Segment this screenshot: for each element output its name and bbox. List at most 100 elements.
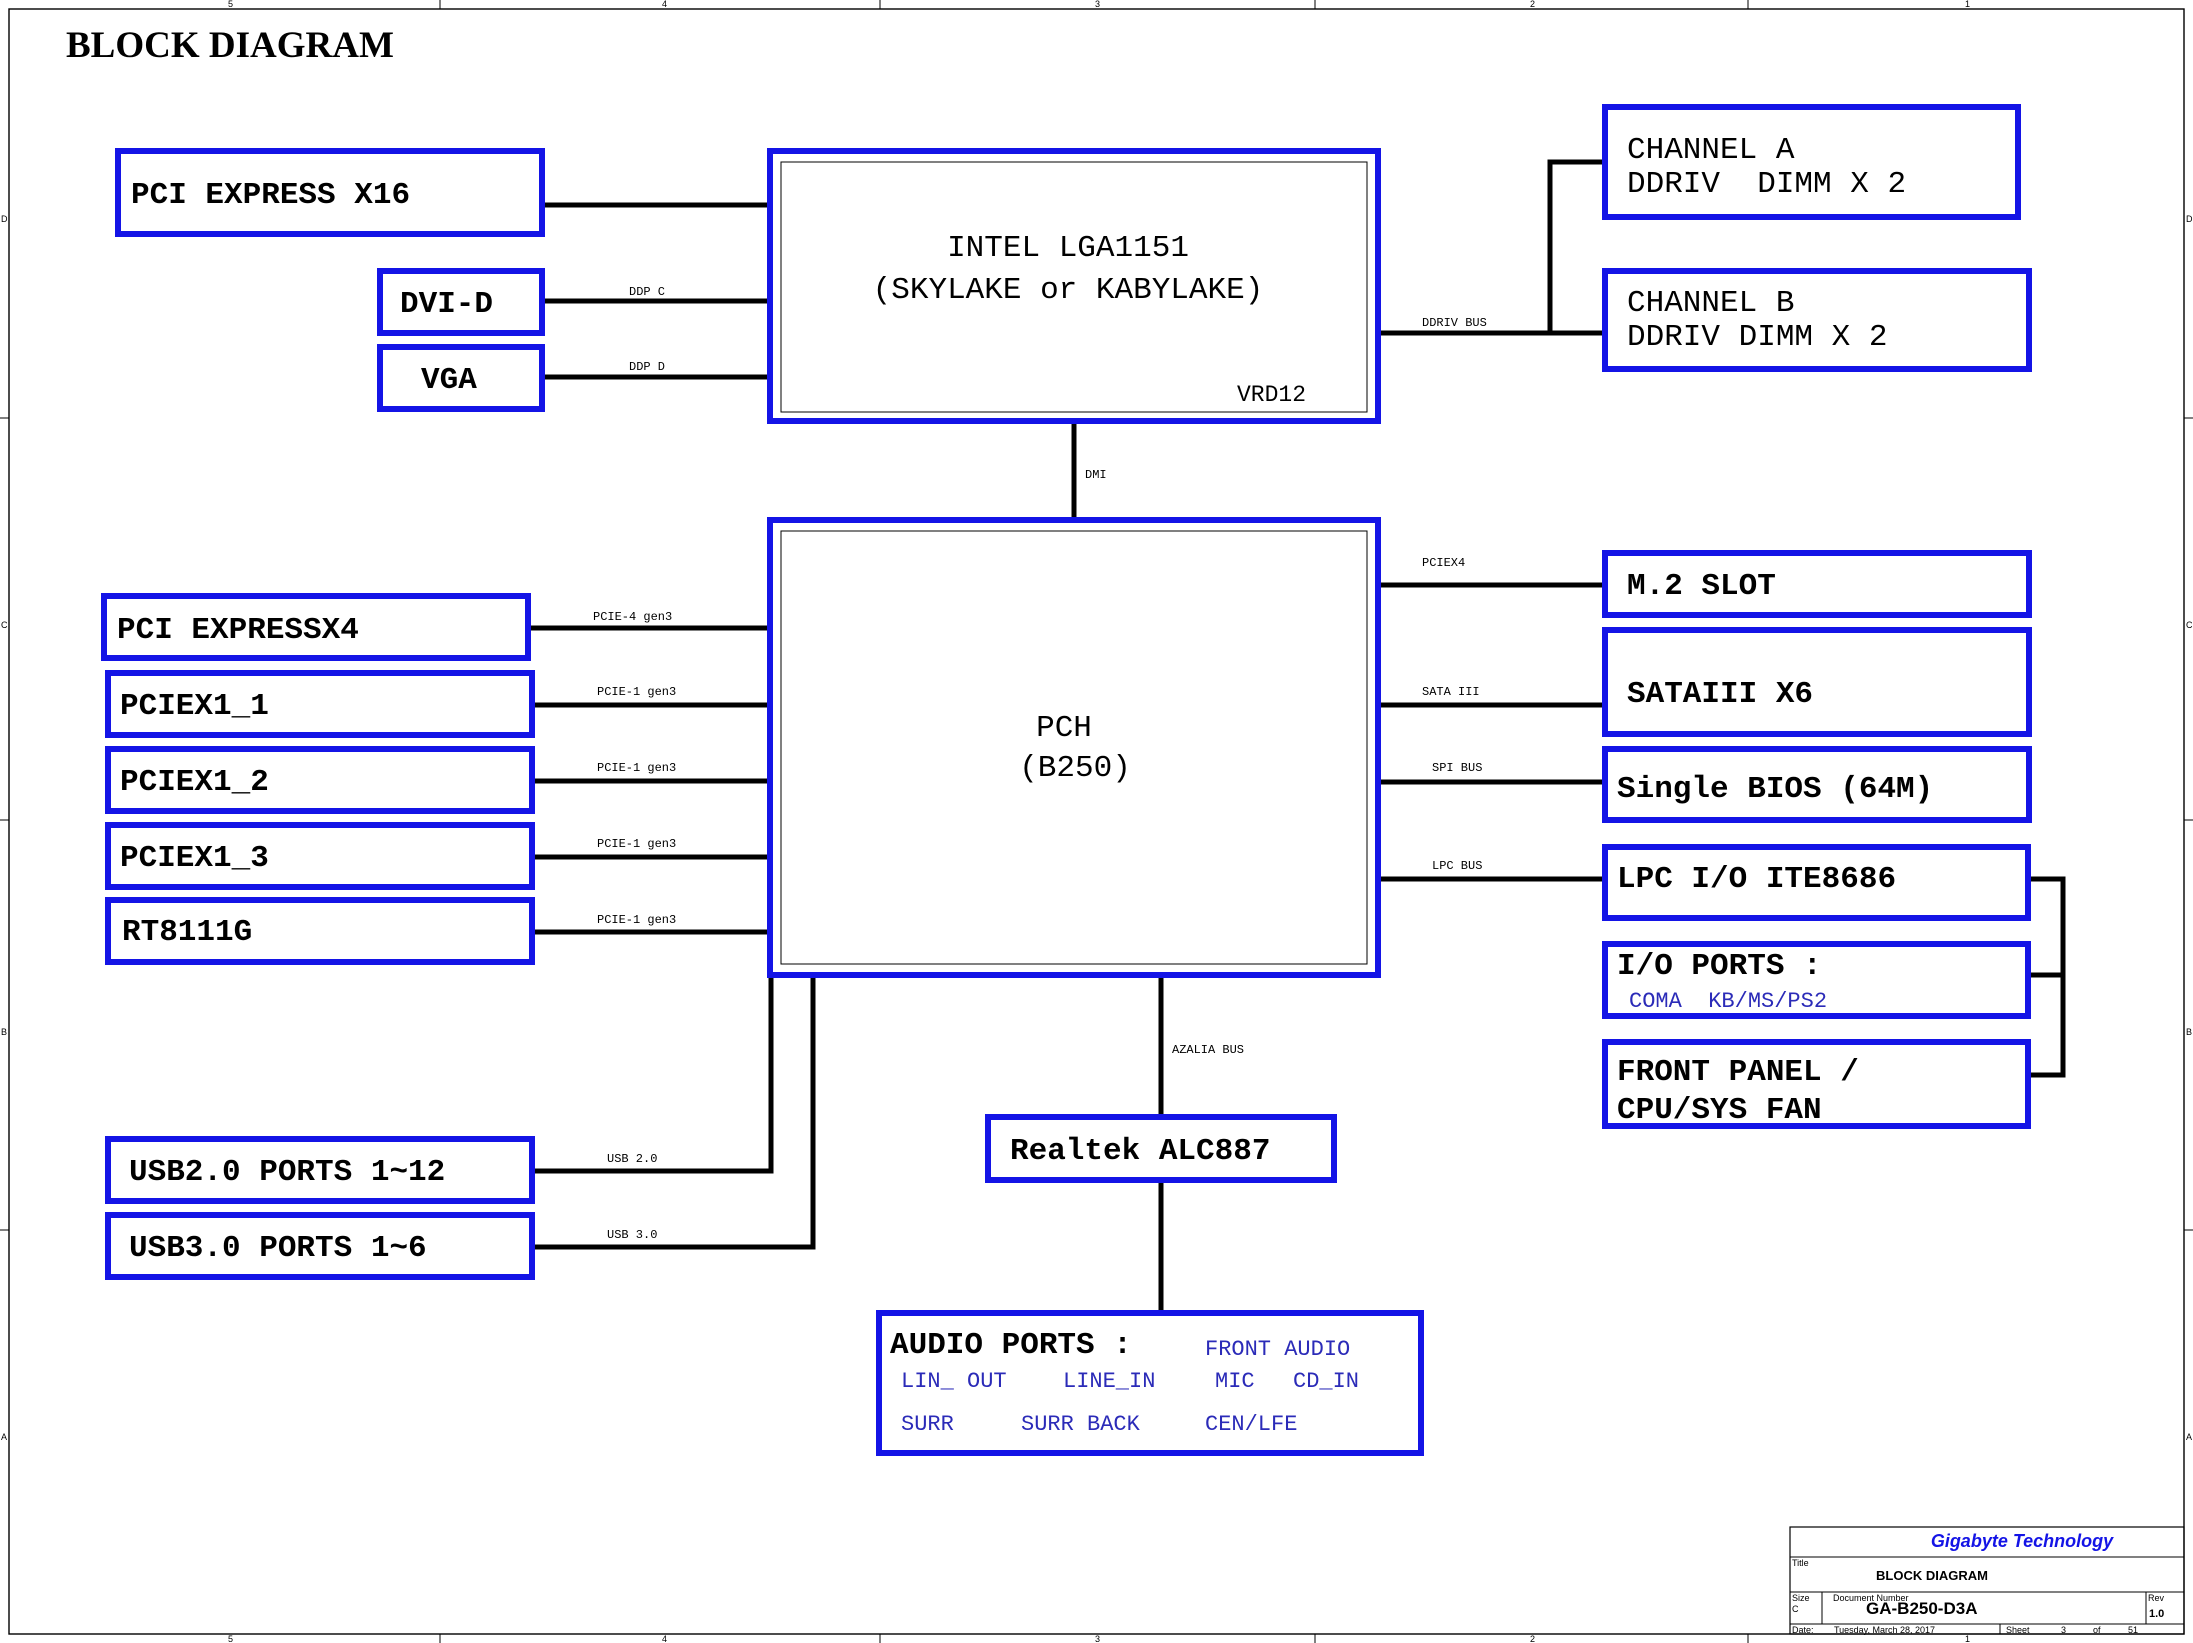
- bus-label-ddriv: DDRIV BUS: [1422, 316, 1487, 330]
- audio-line-in: LINE_IN: [1063, 1369, 1155, 1394]
- audio-cd-in: CD_IN: [1293, 1369, 1359, 1394]
- wires: [528, 159, 2066, 1313]
- block-label: PCIEX1_3: [120, 841, 269, 876]
- block-label: SATAIII X6: [1627, 677, 1813, 712]
- zone-row-b-right: B: [2186, 1027, 2192, 1037]
- bus-label-usb30: USB 3.0: [607, 1228, 657, 1242]
- bus-label-lpc: LPC BUS: [1432, 859, 1482, 873]
- audio-mic: MIC: [1215, 1369, 1255, 1394]
- zone-col-2-bottom: 2: [1530, 1634, 1535, 1643]
- zone-row-c-right: C: [2186, 620, 2193, 630]
- zone-col-3: 3: [1095, 0, 1100, 9]
- block-label: PCI EXPRESSX4: [117, 613, 359, 648]
- bus-label-azalia: AZALIA BUS: [1172, 1043, 1244, 1057]
- block-pciex1-3: PCIEX1_3: [105, 822, 535, 890]
- block-rt8111g: RT8111G: [105, 897, 535, 965]
- zone-row-b: B: [1, 1027, 7, 1037]
- block-label: PCIEX1_1: [120, 689, 269, 724]
- zone-col-5-bottom: 5: [228, 1634, 233, 1643]
- zone-col-3-bottom: 3: [1095, 1634, 1100, 1643]
- bus-label-sata: SATA III: [1422, 685, 1480, 699]
- bus-label-usb20: USB 2.0: [607, 1152, 657, 1166]
- zone-col-2: 2: [1530, 0, 1535, 9]
- bus-label-pcie1-a: PCIE-1 gen3: [597, 685, 676, 699]
- audio-ports-label: AUDIO PORTS :: [890, 1328, 1132, 1363]
- title-value: BLOCK DIAGRAM: [1876, 1568, 1988, 1583]
- of-label: of: [2093, 1625, 2101, 1635]
- block-label: PCI EXPRESS X16: [131, 178, 410, 213]
- block-channel-a: CHANNEL A DDRIV DIMM X 2: [1602, 104, 2021, 220]
- block-vga: VGA: [377, 344, 545, 412]
- doc-number-label: Document Number: [1833, 1593, 1909, 1603]
- zone-row-d-right: D: [2186, 214, 2193, 224]
- block-label: DVI-D: [400, 287, 493, 322]
- sheet-label: Sheet: [2006, 1625, 2030, 1635]
- audio-front: FRONT AUDIO: [1205, 1337, 1350, 1362]
- block-pch: PCH (B250): [767, 517, 1381, 978]
- block-dvi-d: DVI-D: [377, 268, 545, 336]
- audio-cen-lfe: CEN/LFE: [1205, 1412, 1297, 1437]
- block-sata: SATAIII X6: [1602, 627, 2032, 737]
- zone-row-a-right: A: [2186, 1432, 2192, 1442]
- channel-b-line2: DDRIV DIMM X 2: [1627, 320, 1887, 355]
- cpu-family: (SKYLAKE or KABYLAKE): [873, 273, 1264, 308]
- rev-value: 1.0: [2149, 1608, 2164, 1620]
- block-usb2-ports: USB2.0 PORTS 1~12: [105, 1136, 535, 1204]
- bus-label-pcie4: PCIE-4 gen3: [593, 610, 672, 624]
- zone-col-1: 1: [1965, 0, 1970, 9]
- bus-label-pcie1-c: PCIE-1 gen3: [597, 837, 676, 851]
- block-usb3-ports: USB3.0 PORTS 1~6: [105, 1212, 535, 1280]
- block-pci-express-x16: PCI EXPRESS X16: [115, 148, 545, 237]
- size-label: Size: [1792, 1593, 1810, 1603]
- front-panel-line2: CPU/SYS FAN: [1617, 1093, 1822, 1128]
- block-label: RT8111G: [122, 915, 252, 950]
- doc-number-value: GA-B250-D3A: [1866, 1599, 1977, 1618]
- zone-row-a: A: [1, 1432, 7, 1442]
- io-ports-sub: COMA KB/MS/PS2: [1629, 989, 1827, 1014]
- bus-label-ddp-d: DDP D: [629, 360, 665, 374]
- bus-label-dmi: DMI: [1085, 468, 1107, 482]
- block-realtek-codec: Realtek ALC887: [985, 1114, 1337, 1183]
- block-pciex1-2: PCIEX1_2: [105, 746, 535, 814]
- block-label: Single BIOS (64M): [1617, 772, 1933, 807]
- rev-label: Rev: [2148, 1593, 2165, 1603]
- bus-label-pciex4: PCIEX4: [1422, 556, 1465, 570]
- audio-surr-back: SURR BACK: [1021, 1412, 1141, 1437]
- zone-col-5: 5: [228, 0, 233, 9]
- front-panel-line1: FRONT PANEL /: [1617, 1055, 1859, 1090]
- bus-label-pcie1-b: PCIE-1 gen3: [597, 761, 676, 775]
- block-label: M.2 SLOT: [1627, 569, 1776, 604]
- zone-row-c: C: [1, 620, 8, 630]
- title-label: Title: [1792, 1558, 1809, 1568]
- block-label: USB2.0 PORTS 1~12: [129, 1155, 445, 1190]
- block-m2-slot: M.2 SLOT: [1602, 550, 2032, 618]
- channel-b-line1: CHANNEL B: [1627, 286, 1794, 321]
- block-label: USB3.0 PORTS 1~6: [129, 1231, 427, 1266]
- channel-a-line2: DDRIV DIMM X 2: [1627, 167, 1906, 202]
- zone-col-4: 4: [662, 0, 667, 9]
- bus-label-spi: SPI BUS: [1432, 761, 1482, 775]
- block-single-bios: Single BIOS (64M): [1602, 746, 2032, 823]
- zone-col-4-bottom: 4: [662, 1634, 667, 1643]
- channel-a-line1: CHANNEL A: [1627, 133, 1795, 168]
- zone-row-d: D: [1, 214, 8, 224]
- page-title: BLOCK DIAGRAM: [66, 25, 394, 66]
- block-cpu: INTEL LGA1151 (SKYLAKE or KABYLAKE) VRD1…: [767, 148, 1381, 424]
- block-io-ports: I/O PORTS : COMA KB/MS/PS2: [1602, 941, 2031, 1019]
- size-value: C: [1792, 1604, 1799, 1614]
- date-value: Tuesday, March 28, 2017: [1834, 1625, 1935, 1635]
- io-ports-label: I/O PORTS :: [1617, 949, 1822, 984]
- audio-surr: SURR: [901, 1412, 954, 1437]
- sheet-value: 3: [2061, 1625, 2066, 1635]
- bus-label-pcie1-d: PCIE-1 gen3: [597, 913, 676, 927]
- block-label: LPC I/O ITE8686: [1617, 862, 1896, 897]
- block-pci-express-x4: PCI EXPRESSX4: [101, 593, 531, 661]
- block-label: Realtek ALC887: [1010, 1134, 1270, 1169]
- block-channel-b: CHANNEL B DDRIV DIMM X 2: [1602, 268, 2032, 372]
- date-label: Date:: [1792, 1625, 1814, 1635]
- block-audio-ports: AUDIO PORTS : FRONT AUDIO LIN_ OUT LINE_…: [876, 1310, 1424, 1456]
- cpu-name: INTEL LGA1151: [947, 231, 1189, 266]
- pch-name: PCH: [1036, 711, 1092, 746]
- audio-lin-out: LIN_ OUT: [901, 1369, 1007, 1394]
